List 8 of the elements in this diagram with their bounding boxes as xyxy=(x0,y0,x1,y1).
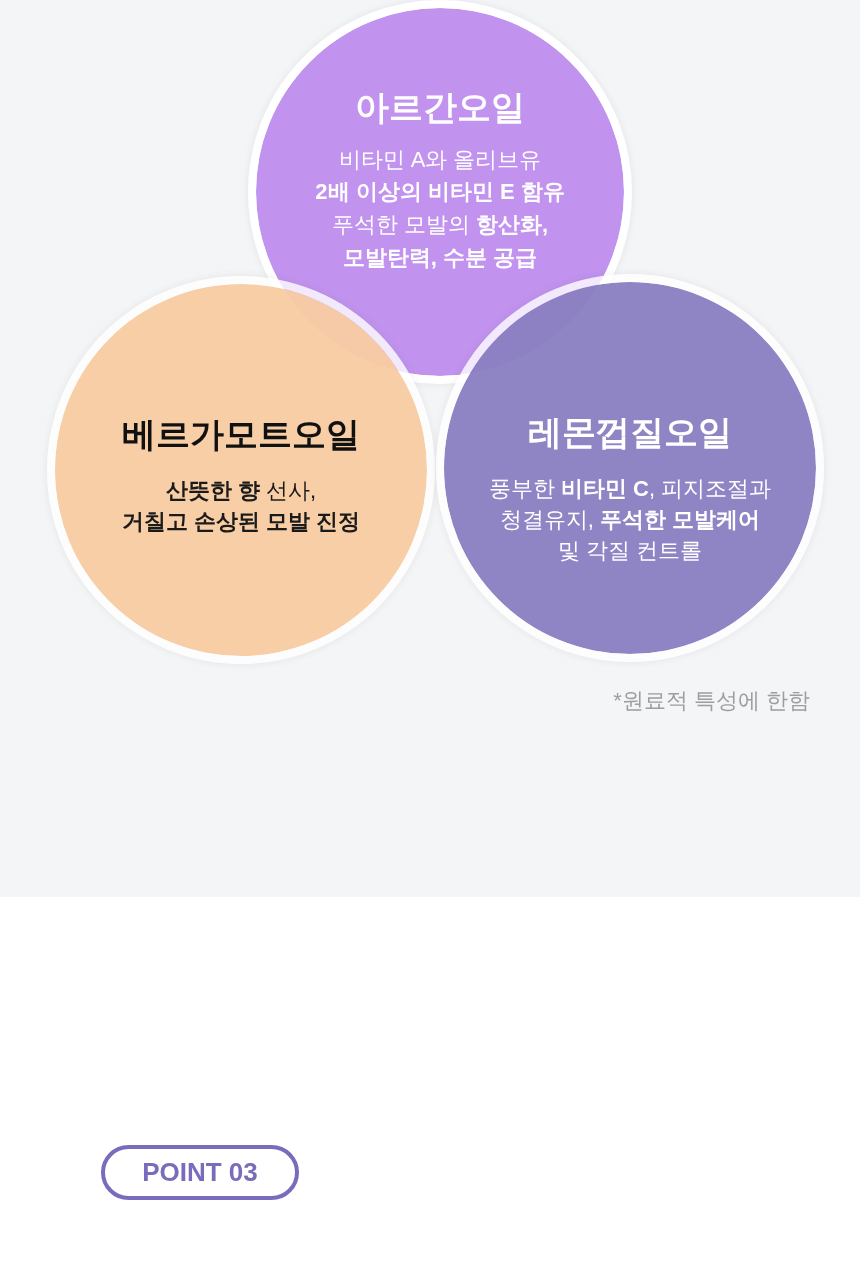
footnote: *원료적 특성에 한함 xyxy=(613,687,810,715)
circle-description: 비타민 A와 올리브유 2배 이상의 비타민 E 함유 푸석한 모발의 항산화, 모발탄력, 수분 공급 xyxy=(315,145,565,272)
circle-title: 레몬껍질오일 xyxy=(528,412,732,453)
point-badge: POINT 03 xyxy=(101,1145,299,1200)
circle-title: 베르가모트오일 xyxy=(122,414,360,455)
circle-description: 풍부한 비타민 C, 피지조절과 청결유지, 푸석한 모발케어 및 각질 컨트롤 xyxy=(488,474,772,565)
circle-description: 산뜻한 향 선사, 거칠고 손상된 모발 진정 xyxy=(121,476,361,536)
circle-title: 아르간오일 xyxy=(355,87,525,127)
